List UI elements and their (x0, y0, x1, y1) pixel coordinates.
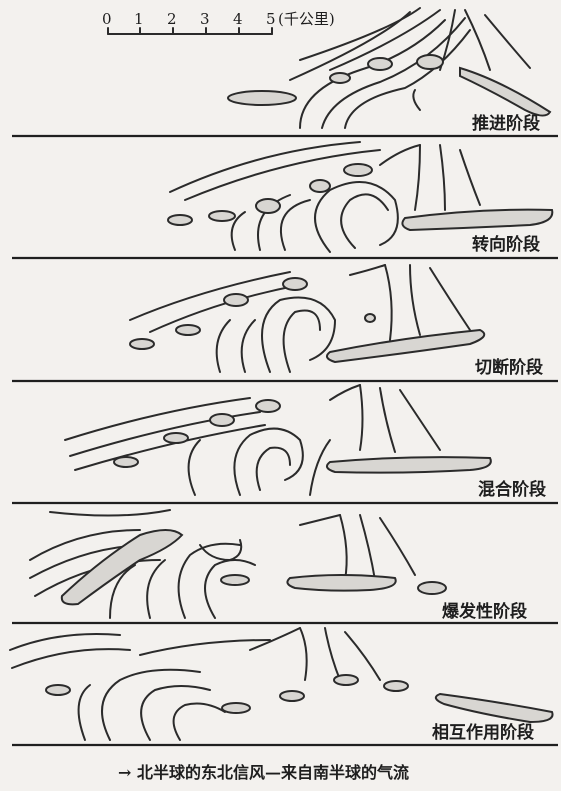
stage-label-merging: 混合阶段 (478, 479, 546, 500)
panel-cutoff: 切断阶段 (130, 265, 543, 378)
scale-tick-3: 3 (200, 10, 210, 28)
scale-bar: 0 1 2 3 4 5 (千公里) (102, 10, 335, 34)
scale-tick-5: 5 (266, 10, 276, 28)
scale-tick-1: 1 (134, 10, 144, 28)
figure-caption: → 北半球的东北信风—来自南半球的气流 (118, 763, 409, 782)
stage-label-cutoff: 切断阶段 (475, 357, 543, 378)
panel-advance: 推进阶段 (228, 8, 550, 134)
panel-interaction: 相互作用阶段 (10, 628, 553, 743)
panel-explosive: 爆发性阶段 (30, 510, 527, 622)
panel-merging: 混合阶段 (65, 385, 546, 500)
scale-tick-4: 4 (233, 10, 243, 28)
stage-label-advance: 推进阶段 (472, 113, 540, 134)
panel-turning: 转向阶段 (168, 142, 552, 255)
stage-label-turning: 转向阶段 (472, 234, 540, 255)
scale-tick-2: 2 (167, 10, 177, 28)
stage-label-explosive: 爆发性阶段 (442, 601, 527, 622)
scale-unit: (千公里) (278, 10, 335, 28)
stage-label-interaction: 相互作用阶段 (432, 722, 534, 743)
scale-tick-0: 0 (102, 10, 112, 28)
